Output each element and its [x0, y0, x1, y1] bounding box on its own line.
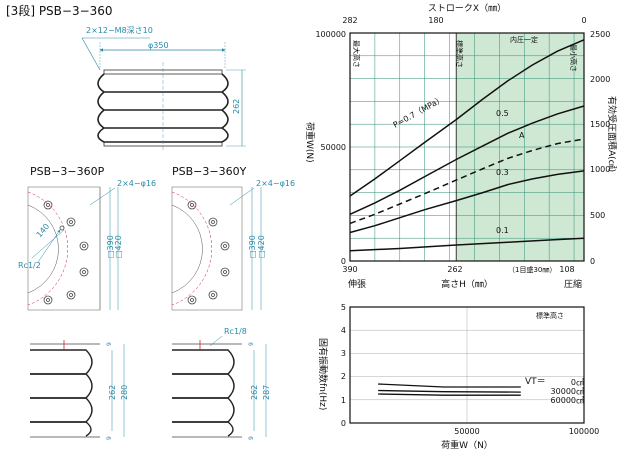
- fn-series-line-0: [378, 383, 521, 388]
- series-line-4: [349, 237, 585, 252]
- x-tick-262: 262: [447, 265, 462, 274]
- c2-x-tick-50000: 50000: [454, 427, 479, 436]
- top-tick-180: 180: [428, 16, 443, 25]
- dim-y-t2: 9: [248, 436, 255, 440]
- drawing-y-plan-view: 2×4−φ16 □390 □420: [171, 179, 295, 311]
- chart1-plot-area: [349, 32, 585, 262]
- y-tick-0: 0: [341, 257, 346, 266]
- series-label-2: A: [519, 131, 525, 140]
- drawing-p-plan-view: 140 Rc1/2 2×4−φ16 □390 □420: [18, 179, 156, 311]
- c2-y-tick-4: 4: [341, 326, 346, 335]
- compression-note: 圧縮: [564, 278, 582, 290]
- fn-series-line-2: [378, 393, 521, 396]
- series-label-4: 0.1: [496, 226, 509, 235]
- dim-p-390: □390: [106, 235, 115, 258]
- dim-y-262: 262: [250, 385, 259, 400]
- y-axis-label: 荷重W(N): [304, 122, 316, 163]
- hole-note-p: 2×4−φ16: [117, 179, 156, 188]
- y2-tick-1000: 1000: [590, 165, 610, 174]
- c2-y-tick-2: 2: [341, 372, 346, 381]
- drawing-p-title: PSB−3−360P: [30, 165, 105, 178]
- chart2-corner-note: 標準高さ: [536, 311, 564, 320]
- fn-series-label-1: 30000㎤: [551, 387, 584, 396]
- note-max-height: 最大高さ: [352, 40, 361, 68]
- series-label-3: 0.3: [496, 168, 509, 177]
- drawing-y-title: PSB−3−360Y: [172, 165, 247, 178]
- dim-y-420: □420: [257, 235, 266, 258]
- chart2-plot-area: [349, 306, 585, 424]
- y-tick-50000: 50000: [321, 143, 346, 152]
- c2-y-axis-label: 固有振動数fn(Hz): [317, 338, 329, 410]
- c2-x-tick-100000: 100000: [569, 427, 600, 436]
- c2-x-axis-label: 荷重W（N）: [441, 439, 493, 451]
- c2-y-tick-1: 1: [341, 396, 346, 405]
- dim-p-262: 262: [108, 385, 117, 400]
- drawing-p-side-view: 262 280 9 9: [30, 340, 129, 440]
- port-label-y: Rc1/8: [224, 327, 247, 336]
- bellows-side-view: 2×12−M8深さ10 φ350 262: [81, 26, 246, 152]
- dim-y-t1: 9: [248, 342, 255, 346]
- series-line-0: [349, 39, 585, 197]
- y2-tick-2500: 2500: [590, 30, 610, 39]
- drawing-y-side-view: Rc1/8 262 287 9 9: [172, 327, 271, 440]
- top-tick-282: 282: [342, 16, 357, 25]
- vt-label: VT＝: [525, 377, 546, 387]
- y2-tick-2000: 2000: [590, 75, 610, 84]
- extension-note: 伸張: [348, 278, 366, 290]
- series-label-1: 0.5: [496, 109, 509, 118]
- fn-series-line-1: [378, 389, 521, 393]
- dia-label: φ350: [148, 41, 169, 50]
- port-label-p: Rc1/2: [18, 261, 41, 270]
- chart1-grid: [350, 33, 584, 261]
- note-constant-pressure: 内圧一定: [510, 35, 538, 44]
- hole-note-y: 2×4−φ16: [256, 179, 295, 188]
- y2-tick-500: 500: [590, 211, 605, 220]
- x-scale-note: （1目盛30㎜）: [508, 265, 556, 274]
- bolt-note: 2×12−M8深さ10: [86, 26, 153, 35]
- dim-p-t1: 9: [106, 342, 113, 346]
- height-label: 262: [232, 99, 241, 114]
- page-title: [3段] PSB−3−360: [6, 3, 113, 18]
- note-standard-height: 標準高さ: [455, 40, 464, 68]
- c2-y-tick-5: 5: [341, 303, 346, 312]
- y2-axis-label: 有効受圧面積A(㎠): [606, 96, 618, 172]
- fn-series-label-2: 60000㎤: [551, 396, 584, 405]
- top-axis-label: ストロークX（㎜）: [428, 3, 506, 14]
- dim-y-390: □390: [248, 235, 257, 258]
- series-line-1: [349, 105, 585, 215]
- series-line-3: [349, 170, 585, 234]
- y-tick-100000: 100000: [315, 30, 346, 39]
- c2-y-tick-3: 3: [341, 349, 346, 358]
- y2-tick-1500: 1500: [590, 120, 610, 129]
- x-tick-390: 390: [342, 265, 357, 274]
- load-height-chart: P=0.7（MPa）0.5A0.30.1 ストロークX（㎜） 282 180 0…: [304, 3, 618, 290]
- y2-tick-0: 0: [590, 257, 595, 266]
- top-tick-0: 0: [581, 16, 586, 25]
- chart2-grid: [350, 307, 584, 423]
- dim-p-280: 280: [120, 385, 129, 400]
- pcd-label: 140: [35, 222, 52, 239]
- dim-y-287: 287: [262, 385, 271, 400]
- x-tick-108: 108: [559, 265, 574, 274]
- dim-p-t2: 9: [106, 436, 113, 440]
- fn-series-label-0: 0㎤: [571, 378, 584, 387]
- note-min-height: 最小高さ: [569, 44, 578, 72]
- x-axis-label: 高さH（㎜）: [441, 278, 493, 290]
- dim-p-420: □420: [114, 235, 123, 258]
- c2-y-tick-0: 0: [341, 419, 346, 428]
